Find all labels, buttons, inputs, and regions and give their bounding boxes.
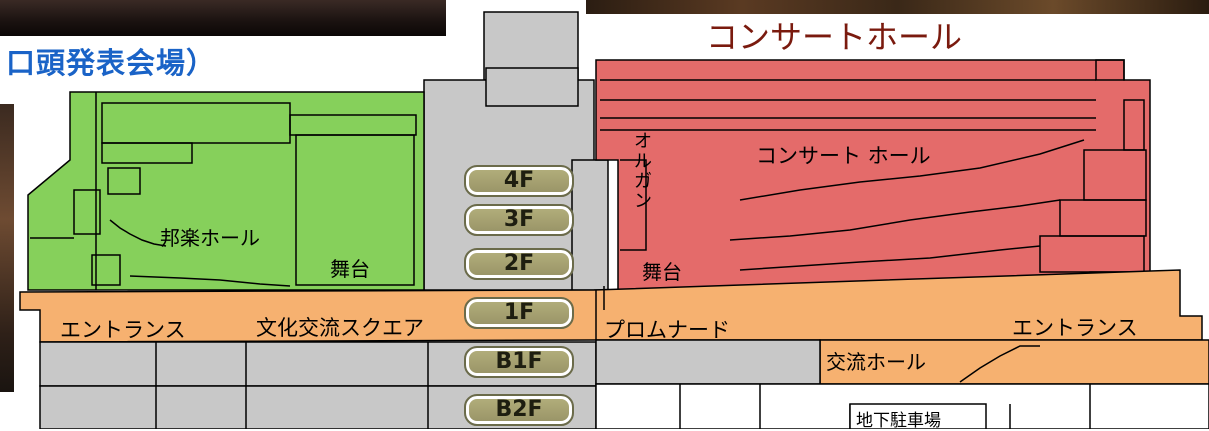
hogaku-hall-label: 邦楽ホール: [160, 226, 260, 250]
parking-structure: [595, 383, 1209, 429]
concert-hall-label: コンサート ホール: [756, 144, 931, 168]
floor-marker-3f: 3F: [464, 204, 574, 236]
floor-marker-1f: 1F: [464, 297, 574, 329]
entrance-left-label: エントランス: [60, 318, 186, 342]
floor-marker-4f: 4F: [464, 165, 574, 197]
hogaku-hall-area: [27, 91, 425, 291]
stage-label-right: 舞台: [642, 260, 682, 284]
venue-heading: 口頭発表会場）: [6, 46, 217, 80]
organ-label: オルガン: [634, 131, 652, 212]
bunka-square-label: 文化交流スクエア: [256, 316, 424, 340]
stage-label-left: 舞台: [330, 257, 370, 281]
hall-photo-left: [0, 104, 14, 392]
floor-marker-b1f: B1F: [464, 346, 574, 378]
entrance-right-label: エントランス: [1012, 316, 1138, 340]
promenade-label: プロムナード: [604, 318, 730, 342]
hall-photo-top-left: [0, 0, 446, 36]
parking-label: 地下駐車場: [856, 411, 941, 431]
koryu-hall-label: 交流ホール: [826, 350, 926, 374]
hall-photo-top-right: [586, 0, 1209, 14]
floor-marker-b2f: B2F: [464, 394, 574, 426]
gray-structure: [423, 11, 609, 291]
concert-hall-heading: コンサートホール: [706, 18, 963, 56]
floor-marker-2f: 2F: [464, 248, 574, 280]
basement-structure: [39, 339, 821, 429]
